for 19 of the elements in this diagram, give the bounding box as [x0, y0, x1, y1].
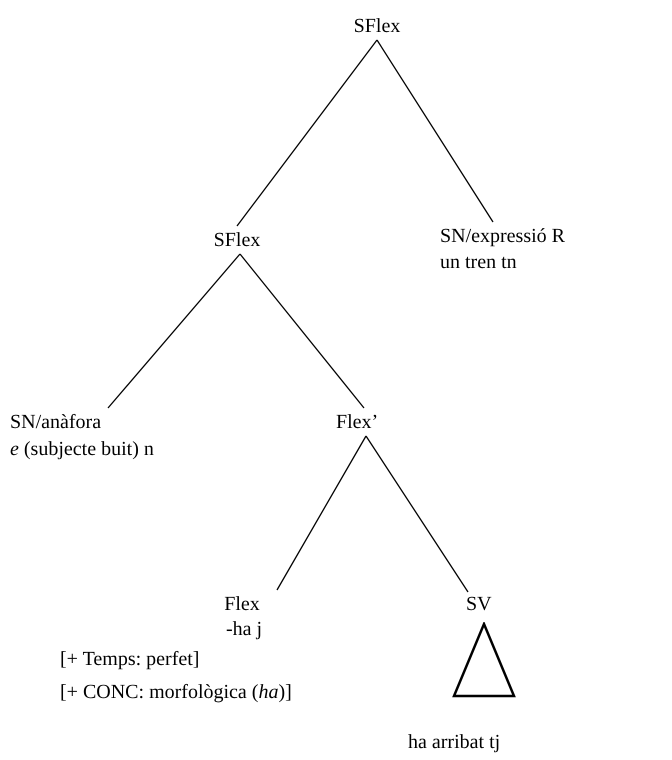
- node-annotation: [+ CONC: morfològica (ha)]: [60, 680, 292, 704]
- branch-line: [236, 40, 378, 226]
- node-label: SFlex: [352, 14, 402, 38]
- node-label: Flex’: [336, 410, 378, 434]
- node-annotation: -ha j: [224, 617, 264, 641]
- branch-line: [276, 436, 367, 590]
- node-annotation: [+ Temps: perfet]: [60, 647, 200, 671]
- branch-line: [240, 254, 364, 408]
- branch-line: [376, 40, 494, 222]
- branch-line: [365, 436, 469, 592]
- node-annotation: e (subjecte buit) n: [10, 437, 154, 461]
- node-label: SN/expressió R: [440, 224, 565, 248]
- node-label: SFlex: [212, 228, 262, 252]
- branch-line: [108, 254, 240, 408]
- node-label: SV: [466, 592, 492, 616]
- node-annotation: un tren tn: [440, 250, 517, 274]
- node-label: SN/anàfora: [10, 410, 102, 434]
- node-caption: ha arribat tj: [408, 730, 500, 754]
- node-label: Flex: [223, 592, 261, 616]
